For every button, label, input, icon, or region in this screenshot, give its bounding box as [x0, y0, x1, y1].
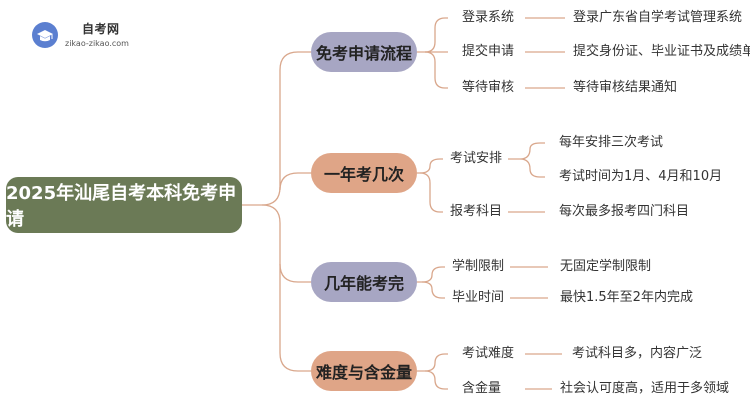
connector-root-branch-1 — [242, 51, 311, 206]
connector-b4-c1 — [417, 353, 448, 372]
connector-root-branch-2 — [279, 172, 311, 191]
leaf-graduation-time-detail: 最快1.5年至2年内完成 — [560, 290, 693, 305]
connector-b4-c2 — [424, 370, 448, 390]
branch-exemption-process[interactable]: 免考申请流程 — [311, 32, 417, 72]
leaf-await-review[interactable]: 等待审核 — [462, 80, 515, 95]
leaf-exam-difficulty[interactable]: 考试难度 — [462, 346, 515, 361]
leaf-login-system[interactable]: 登录系统 — [462, 10, 515, 25]
branch-exams-per-year[interactable]: 一年考几次 — [311, 153, 417, 193]
leaf-exam-schedule[interactable]: 考试安排 — [450, 151, 503, 166]
leaf-submit-application-detail: 提交身份证、毕业证书及成绩单 — [573, 44, 750, 59]
connector-b1-c3 — [424, 51, 448, 89]
graduation-cap-icon — [37, 30, 53, 42]
leaf-schooling-limit-detail: 无固定学制限制 — [560, 259, 652, 274]
connector-root-branch-3 — [261, 204, 311, 283]
connector-b2-c2 — [419, 172, 443, 213]
leaf-exam-schedule-detail-1: 每年安排三次考试 — [559, 135, 664, 150]
leaf-exam-schedule-detail-2: 考试时间为1月、4月和10月 — [559, 169, 723, 184]
connector-b1-c1 — [417, 17, 448, 53]
logo-title: 自考网 — [82, 22, 120, 36]
leaf-exam-subjects[interactable]: 报考科目 — [450, 204, 503, 219]
leaf-login-system-detail: 登录广东省自学考试管理系统 — [573, 10, 743, 25]
connector-b3-c1 — [417, 266, 445, 283]
logo-url: zikao-zikao.com — [65, 39, 129, 48]
leaf-submit-application[interactable]: 提交申请 — [462, 44, 515, 59]
leaf-value-detail: 社会认可度高，适用于多领域 — [560, 381, 730, 396]
logo-badge — [32, 22, 58, 48]
branch-difficulty-value[interactable]: 难度与含金量 — [311, 351, 417, 391]
connector-b2-c1 — [417, 158, 443, 174]
branch-years-to-finish[interactable]: 几年能考完 — [311, 262, 417, 302]
leaf-await-review-detail: 等待审核结果通知 — [573, 80, 678, 95]
connector-root-branch-4 — [279, 264, 311, 372]
connector-b2-c1-details — [508, 142, 545, 178]
connector-b3-c2 — [421, 281, 445, 299]
leaf-schooling-limit[interactable]: 学制限制 — [452, 259, 505, 274]
leaf-exam-subjects-detail: 每次最多报考四门科目 — [559, 204, 690, 219]
site-logo[interactable]: 自考网 zikao-zikao.com — [32, 20, 142, 54]
leaf-exam-difficulty-detail: 考试科目多，内容广泛 — [572, 346, 703, 361]
root-node[interactable]: 2025年汕尾自考本科免考申请 — [6, 177, 242, 233]
leaf-value[interactable]: 含金量 — [462, 381, 502, 396]
leaf-graduation-time[interactable]: 毕业时间 — [452, 290, 505, 305]
